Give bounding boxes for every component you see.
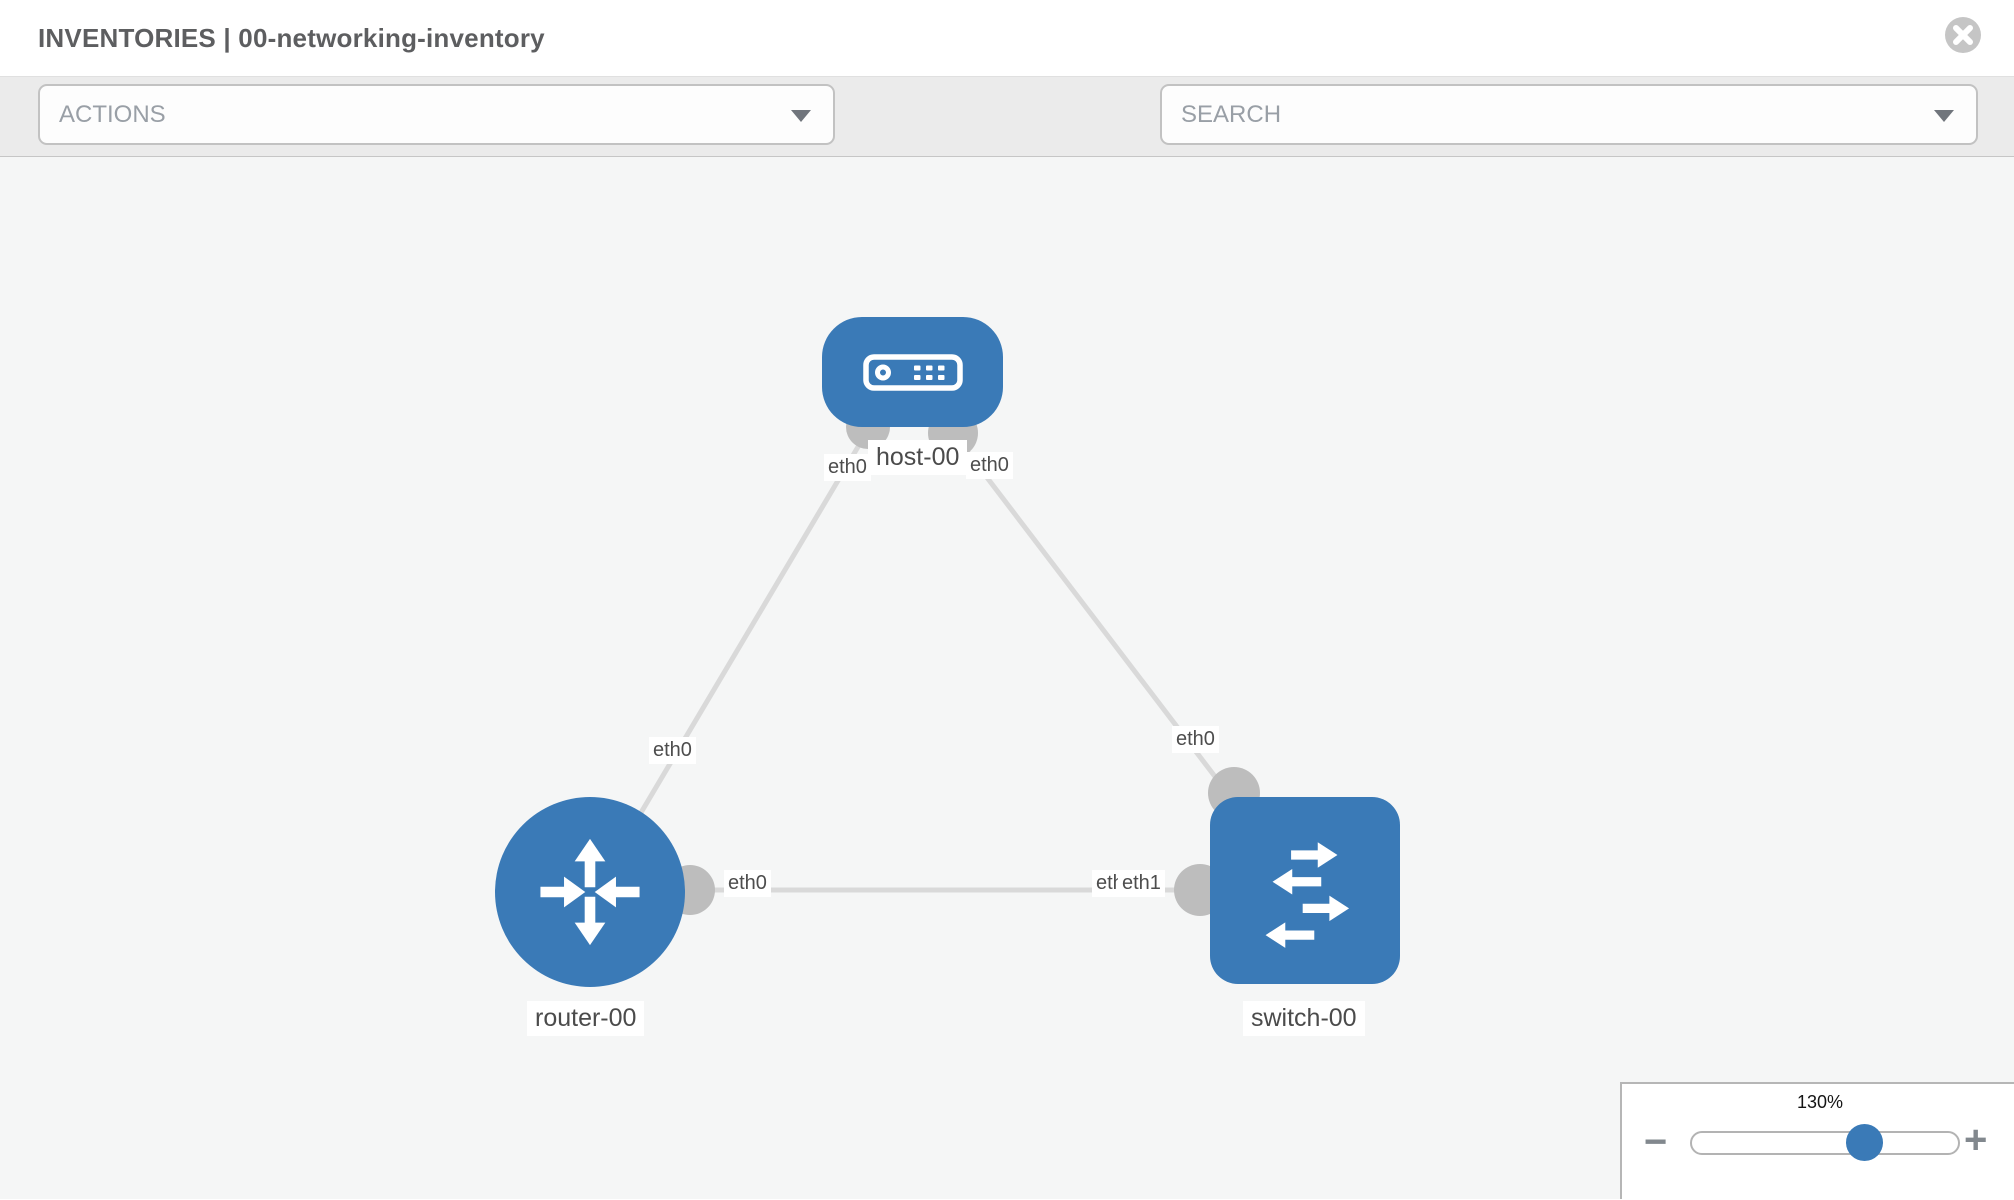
zoom-in-button[interactable]: + [1964, 1118, 1988, 1162]
topology-links-layer [601, 405, 1260, 916]
interface-label-eth0: eth0 [724, 870, 771, 897]
topology-canvas[interactable]: host-00 router-00 switch-00 eth0 eth0 et… [0, 157, 2014, 1199]
interface-label-eth0: eth0 [824, 454, 871, 481]
zoom-slider-knob[interactable] [1846, 1124, 1883, 1161]
interface-label-eth0: eth0 [649, 737, 696, 764]
node-label-router-00: router-00 [527, 1001, 645, 1036]
node-host-00[interactable] [822, 317, 1003, 427]
zoom-out-button[interactable]: − [1644, 1120, 1668, 1164]
host-icon [862, 353, 963, 391]
close-button[interactable] [1944, 16, 1982, 54]
node-switch-00[interactable] [1210, 797, 1400, 984]
zoom-slider-track[interactable] [1690, 1131, 1960, 1155]
chevron-down-icon [1934, 110, 1954, 122]
interface-label-eth1: eth1 [1118, 870, 1165, 897]
page-header: INVENTORIES | 00-networking-inventory [0, 0, 2014, 76]
close-icon [1945, 17, 1981, 53]
router-icon [540, 838, 640, 946]
actions-dropdown[interactable]: ACTIONS [38, 84, 835, 145]
node-router-00[interactable] [495, 797, 685, 987]
actions-dropdown-label: ACTIONS [59, 100, 166, 128]
zoom-level: 130% [1796, 1092, 1844, 1112]
interface-label-eth0: eth0 [966, 452, 1013, 479]
switch-icon [1265, 841, 1350, 948]
interface-label-eth0: eth0 [1172, 726, 1219, 753]
page-title: INVENTORIES | 00-networking-inventory [38, 22, 545, 53]
search-dropdown-label: SEARCH [1181, 100, 1282, 128]
node-label-switch-00: switch-00 [1243, 1001, 1365, 1036]
zoom-panel: 130% − + [1620, 1082, 2014, 1199]
chevron-down-icon [791, 110, 811, 122]
toolbar: ACTIONS SEARCH [0, 76, 2014, 206]
node-label-host-00: host-00 [868, 440, 968, 475]
link-host-switch[interactable] [948, 427, 1244, 814]
link-host-router[interactable] [601, 428, 871, 877]
search-dropdown[interactable]: SEARCH [1160, 84, 1978, 145]
